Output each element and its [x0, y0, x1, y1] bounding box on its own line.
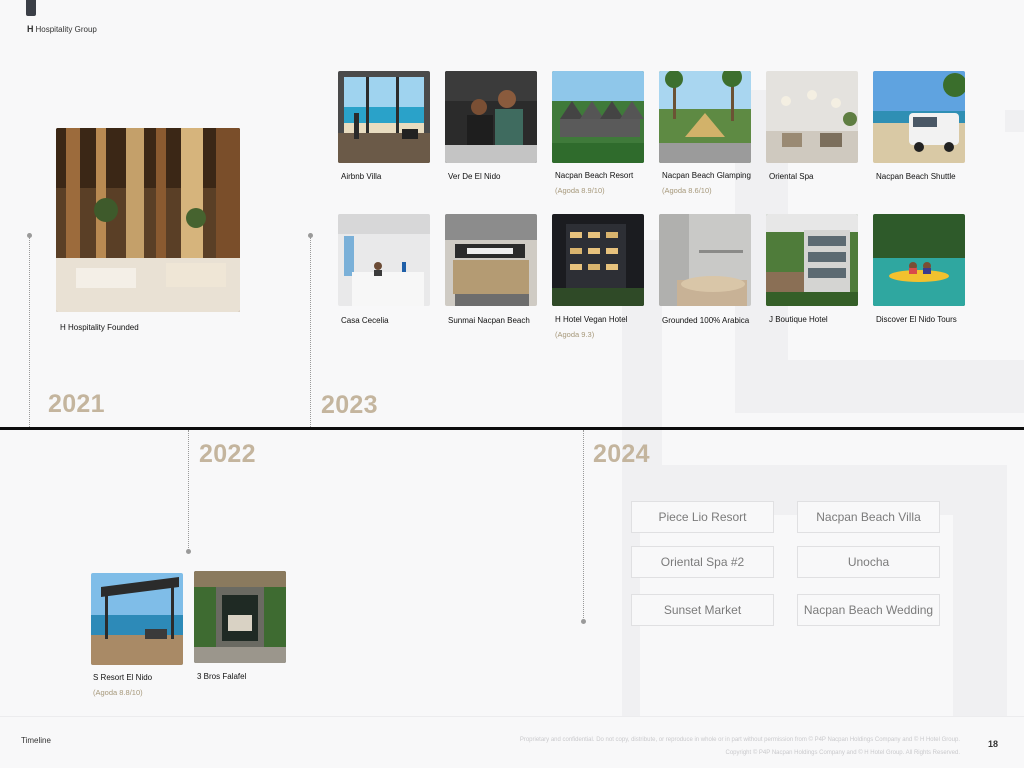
reception-desk-photo: [338, 214, 430, 306]
timeline-dot-2021: [27, 233, 32, 238]
agoda-rating: (Agoda 9.3): [555, 330, 595, 339]
luxury-lobby-photo: [56, 128, 240, 312]
brand-text: Hospitality Group: [35, 25, 97, 34]
milestone-caption: S Resort El Nido: [93, 673, 153, 682]
milestone-caption: Airbnb Villa: [341, 172, 382, 181]
milestone-caption: 3 Bros Falafel: [197, 672, 247, 681]
legal-line: Proprietary and confidential. Do not cop…: [519, 737, 960, 743]
milestone-caption: H Hospitality Founded: [60, 323, 139, 332]
seaside-pergola-photo: [91, 573, 183, 665]
planned-project: Piece Lio Resort: [631, 501, 774, 533]
legal-line: Copyright © P4P Nacpan Holdings Company …: [725, 750, 960, 756]
glamping-tent-photo: [659, 71, 751, 163]
planned-project: Oriental Spa #2: [631, 546, 774, 578]
timeline-dot-2024: [581, 619, 586, 624]
timeline-dot-2022: [186, 549, 191, 554]
milestone-caption: J Boutique Hotel: [769, 315, 828, 324]
sunmai-storefront-photo: [445, 214, 537, 306]
timeline-connector-2023: [310, 237, 311, 427]
milestone-caption: Nacpan Beach Shuttle: [876, 172, 956, 181]
villa-beach-view-photo: [338, 71, 430, 163]
planned-project: Nacpan Beach Wedding: [797, 594, 940, 626]
milestone-caption: Grounded 100% Arabica: [662, 316, 750, 325]
kayak-lagoon-photo: [873, 214, 965, 306]
agoda-rating: (Agoda 8.6/10): [662, 186, 712, 195]
timeline-axis: [0, 427, 1024, 430]
timeline-connector-2024: [583, 430, 584, 620]
milestone-caption: Nacpan Beach Glamping: [662, 171, 751, 180]
milestone-caption: Ver De El Nido: [448, 172, 501, 181]
hotel-night-photo: [552, 214, 644, 306]
logo-bar: [26, 0, 36, 16]
agoda-rating: (Agoda 8.8/10): [93, 688, 143, 697]
timeline-dot-2023: [308, 233, 313, 238]
planned-project: Nacpan Beach Villa: [797, 501, 940, 533]
restaurant-entrance-photo: [194, 571, 286, 663]
year-2024: 2024: [593, 440, 650, 468]
footer-divider: [0, 716, 1024, 717]
year-2022: 2022: [199, 440, 256, 468]
baristas-photo: [445, 71, 537, 163]
section-label: Timeline: [21, 736, 51, 745]
page-number: 18: [988, 739, 999, 749]
timeline-connector-2022: [188, 430, 189, 550]
milestone-caption: Casa Cecelia: [341, 316, 389, 325]
milestone-caption: Nacpan Beach Resort: [555, 171, 634, 180]
milestone-caption: Oriental Spa: [769, 172, 814, 181]
boutique-hotel-photo: [766, 214, 858, 306]
shuttle-van-photo: [873, 71, 965, 163]
timeline-connector-2021: [29, 237, 30, 427]
grounded-cafe-photo: [659, 214, 751, 306]
spa-interior-photo: [766, 71, 858, 163]
background-shape: [1005, 110, 1024, 132]
agoda-rating: (Agoda 8.9/10): [555, 186, 605, 195]
resort-buildings-photo: [552, 71, 644, 163]
year-2023: 2023: [321, 391, 378, 419]
brand-mark: H: [27, 24, 34, 34]
planned-project: Unocha: [797, 546, 940, 578]
year-2021: 2021: [48, 390, 105, 418]
milestone-caption: Sunmai Nacpan Beach: [448, 316, 530, 325]
planned-project: Sunset Market: [631, 594, 774, 626]
legal-notice: Proprietary and confidential. Do not cop…: [520, 734, 960, 760]
milestone-caption: H Hotel Vegan Hotel: [555, 315, 628, 324]
milestone-caption: Discover El Nido Tours: [876, 315, 957, 324]
